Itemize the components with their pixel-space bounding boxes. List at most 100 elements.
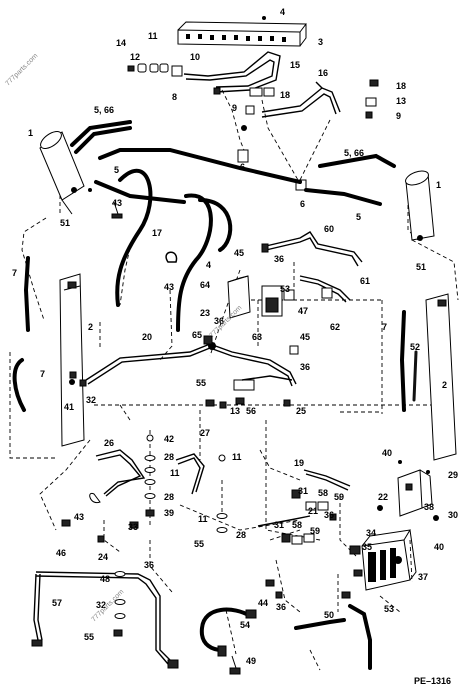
callout-26: 26: [104, 438, 114, 448]
callout-7b: 7: [382, 322, 387, 332]
callout-30: 30: [448, 510, 458, 520]
cylinder-left-1: [39, 131, 92, 215]
callout-35: 35: [362, 542, 372, 552]
tube-60-61: [261, 231, 363, 355]
washer-stack: [144, 434, 228, 533]
callout-40a: 40: [382, 448, 392, 458]
tubes-26-27: [61, 449, 205, 543]
mounting-plate-3: [177, 16, 307, 47]
page-code: PE–1316: [414, 676, 451, 686]
tube-20: [85, 335, 297, 407]
callout-25: 25: [296, 406, 306, 416]
callout-27: 27: [200, 428, 210, 438]
callout-65: 65: [192, 330, 202, 340]
callout-36c: 36: [300, 362, 310, 372]
callout-31b: 31: [274, 520, 284, 530]
cylinder-right-1: [405, 170, 435, 241]
steel-tubes-top: [183, 51, 341, 118]
callout-5b: 5: [356, 212, 361, 222]
callout-11d: 11: [198, 514, 208, 524]
callout-51a: 51: [60, 218, 70, 228]
control-valve-37: [349, 529, 417, 591]
callout-labels: 4 3 14 11 12 10 15 16 18 13 9 8 18 9 5, …: [12, 7, 458, 666]
hoses-17: [115, 168, 233, 332]
callout-7c: 7: [40, 369, 45, 379]
callout-36d: 36: [324, 510, 334, 520]
callout-13: 13: [396, 96, 406, 106]
callout-57: 57: [52, 598, 62, 608]
callout-46: 46: [56, 548, 66, 558]
valve-block-64: [227, 275, 295, 319]
callout-45b: 45: [300, 332, 310, 342]
callout-11c: 11: [232, 452, 242, 462]
callout-64: 64: [200, 280, 210, 290]
callout-43a: 43: [112, 198, 122, 208]
upright-left-2: [59, 273, 85, 447]
callout-19: 19: [294, 458, 304, 468]
tube-57: [31, 571, 179, 669]
callout-47: 47: [298, 306, 308, 316]
callout-55c: 55: [84, 632, 94, 642]
callout-22: 22: [378, 492, 388, 502]
top-fittings: [127, 63, 379, 191]
callout-29: 29: [448, 470, 458, 480]
callout-37: 37: [418, 572, 428, 582]
callout-51b: 51: [416, 262, 426, 272]
callout-45a: 45: [234, 248, 244, 258]
watermark: 777parts.com: [4, 52, 39, 87]
callout-3: 3: [318, 37, 323, 47]
callout-31a: 31: [298, 486, 308, 496]
callout-40b: 40: [434, 542, 444, 552]
callout-6a: 6: [240, 162, 245, 172]
callout-11: 11: [148, 31, 158, 41]
callout-38: 38: [424, 502, 434, 512]
small-hardware: [69, 201, 245, 409]
callout-28a: 28: [164, 452, 174, 462]
callout-62: 62: [330, 322, 340, 332]
upright-right-2: [412, 293, 457, 461]
callout-58b: 58: [292, 520, 302, 530]
callout-6b: 6: [300, 199, 305, 209]
hoses-lower: [199, 579, 372, 675]
callout-17: 17: [152, 228, 162, 238]
callout-18: 18: [396, 81, 406, 91]
callout-41: 41: [64, 402, 74, 412]
callout-48: 48: [100, 574, 110, 584]
callout-61: 61: [360, 276, 370, 286]
callout-5-66a: 5, 66: [94, 105, 114, 115]
callout-4: 4: [280, 7, 285, 17]
callout-13b: 13: [230, 406, 240, 416]
callout-39: 39: [164, 508, 174, 518]
callout-2b: 2: [442, 380, 447, 390]
callout-34: 34: [366, 528, 376, 538]
stack-48-32-55: [113, 571, 126, 637]
callout-23: 23: [200, 308, 210, 318]
callout-21: 21: [308, 506, 318, 516]
callout-28c: 28: [236, 530, 246, 540]
callout-5-66b: 5, 66: [344, 148, 364, 158]
side-hoses-7: [12, 256, 406, 412]
hoses-upper: [70, 120, 396, 206]
callout-16: 16: [318, 68, 328, 78]
callout-9b: 9: [232, 103, 237, 113]
callout-28b: 28: [164, 492, 174, 502]
callout-15: 15: [290, 60, 300, 70]
callout-56: 56: [246, 406, 256, 416]
callout-58a: 58: [318, 488, 328, 498]
callout-4b: 4: [206, 260, 211, 270]
callout-49: 49: [246, 656, 256, 666]
valve-fittings: [257, 469, 351, 545]
callout-36b: 36: [214, 316, 224, 326]
callout-14: 14: [116, 38, 126, 48]
callout-63: 63: [252, 332, 262, 342]
callout-52: 52: [410, 342, 420, 352]
callout-59b: 59: [310, 526, 320, 536]
callout-53: 53: [280, 284, 290, 294]
callout-10: 10: [190, 52, 200, 62]
callout-32b: 32: [96, 600, 106, 610]
callout-59a: 59: [334, 492, 344, 502]
callout-54: 54: [240, 620, 250, 630]
callout-32: 32: [86, 395, 96, 405]
